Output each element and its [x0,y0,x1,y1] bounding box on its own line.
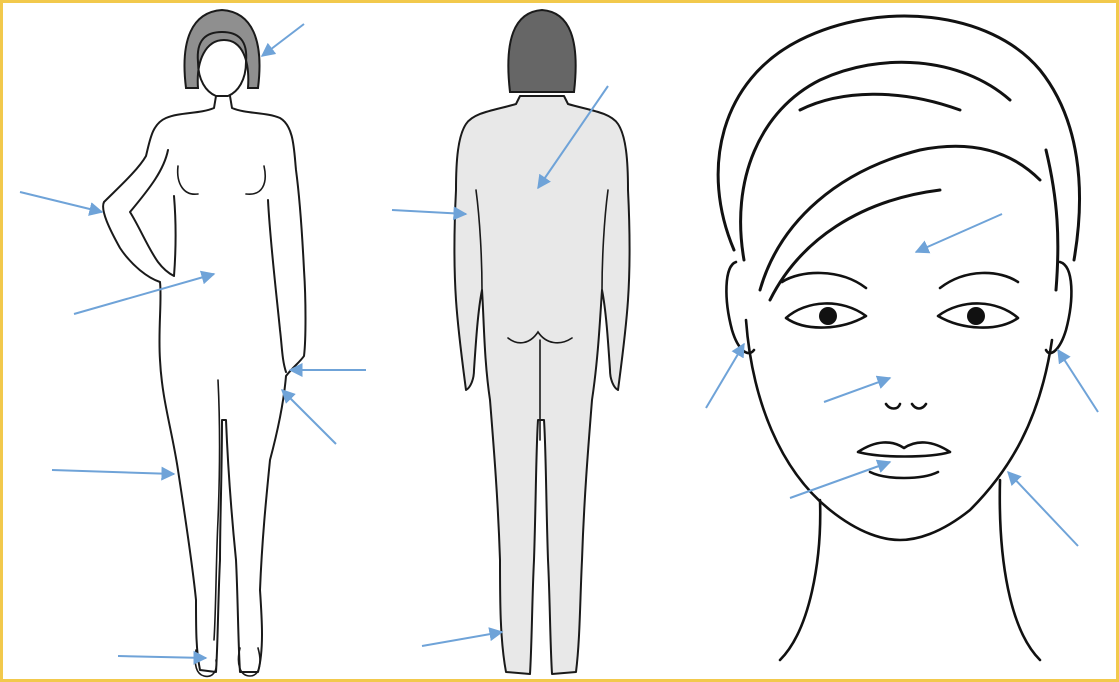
face-view-figure [718,16,1079,660]
front-chest-right [246,166,265,194]
face-outline [746,320,1052,540]
face-ear-left [726,262,754,353]
front-hair [185,10,260,88]
pointer-arrow-face-forehead [916,214,1002,252]
back-view-figure [455,10,630,674]
face-brow-right [940,273,1018,288]
face-pupil-right [967,307,985,325]
face-pupil-left [819,307,837,325]
face-hair-strand-1 [760,146,1040,290]
pointer-arrow-front-elbow [20,192,102,212]
face-neck-right [1000,480,1040,660]
face-hair-inner [741,62,1010,260]
pointer-arrow-face-nose [824,378,890,402]
front-right-arm-inner [268,200,286,372]
face-lips-upper [858,442,950,456]
pointer-arrow-front-abdomen [74,274,214,314]
front-chest-left [178,166,198,194]
face-ear-right [1046,262,1071,353]
pointer-arrow-front-hair [262,24,304,56]
face-brow-left [782,273,866,288]
pointer-arrow-face-ear-left [706,344,744,408]
back-hair [508,10,575,92]
pointer-arrow-front-thigh [52,470,174,474]
face-neck-left [780,500,820,660]
pointer-arrow-face-lips [790,462,890,498]
face-hair-outer [718,16,1079,260]
pointer-arrow-back-heel [422,632,502,646]
face-nose [886,404,926,409]
face-hair-side [1046,150,1058,290]
pointer-arrow-face-ear-right [1058,350,1098,412]
face-hair-strand-3 [800,94,960,110]
pointer-arrow-face-jaw [1008,472,1078,546]
face-hair-strand-2 [770,190,940,300]
front-body-outline [103,96,305,672]
face-lips-lower [870,472,938,478]
front-view-figure [103,10,305,676]
pointer-arrow-front-foot [118,656,206,658]
pointer-arrow-front-hand-lower [282,390,336,444]
